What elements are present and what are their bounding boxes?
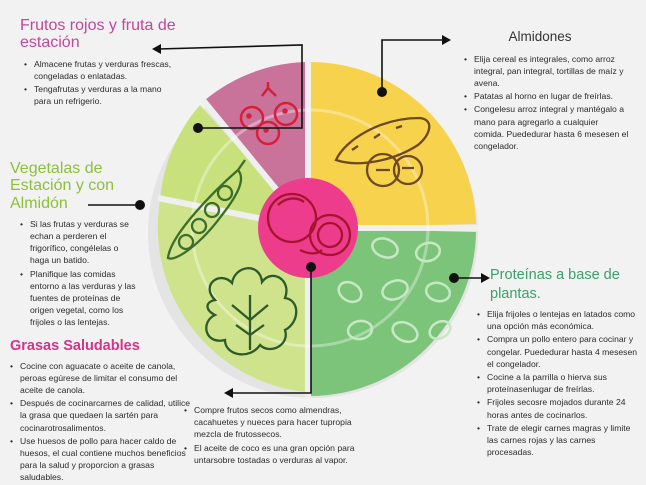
list-item: Cocine con aguacate o aceite de canola, … — [10, 360, 196, 397]
grasas-connector — [230, 267, 312, 394]
center-list: Compre frutos secos como almendras, caca… — [184, 404, 364, 466]
almidones-section: Almidones Elija cereal es integrales, co… — [460, 29, 640, 153]
list-item: Elija cereal es integrales, como arroz i… — [464, 53, 630, 90]
almidones-list: Elija cereal es integrales, como arroz i… — [464, 53, 630, 153]
grasas-arrowhead — [224, 388, 233, 398]
grasas-list: Cocine con aguacate o aceite de canola, … — [10, 360, 196, 484]
connector-endpoints — [135, 35, 490, 398]
vegetales-title: Vegetalas de Estación y con Almidón — [10, 160, 115, 212]
frutos-arrowhead — [152, 44, 161, 54]
center-section: Compre frutos secos como almendras, caca… — [184, 404, 364, 467]
list-item: Elija frijoles o lentejas en latados com… — [477, 308, 643, 332]
frutos-section: Frutos rojos y fruta de estación Almacen… — [20, 17, 190, 108]
almidones-connector — [381, 39, 445, 92]
lettuce-icon — [205, 267, 298, 356]
frutos-dot — [193, 123, 203, 133]
pea-pod-icon — [166, 159, 246, 260]
almidones-segment — [310, 61, 476, 228]
grasas-dot — [306, 262, 316, 272]
proteinas-arrowhead — [481, 273, 490, 283]
list-item: Trate de elegir carnes magras y limite l… — [477, 422, 643, 459]
center-circle — [258, 178, 358, 278]
proteinas-list-box: Elija frijoles o lentejas en latados com… — [477, 308, 643, 459]
vegetales-list: Si las frutas y verduras se echan a perd… — [20, 218, 138, 329]
list-item: Tengafrutas y verduras a la mano para un… — [24, 83, 174, 107]
list-item: Compre frutos secos como almendras, caca… — [184, 404, 364, 441]
list-item: Si las frutas y verduras se echan a perd… — [20, 218, 138, 267]
frutos-list: Almacene frutas y verduras frescas, cong… — [24, 58, 174, 108]
list-item: Frijoles secosre mojados durante 24 hora… — [477, 396, 643, 420]
list-item: Planifique las comidas entorno a las ver… — [20, 268, 138, 329]
almidones-title: Almidones — [508, 29, 572, 44]
list-item: Almacene frutas y verduras frescas, cong… — [24, 58, 174, 82]
vegetales-dot — [135, 200, 145, 210]
list-item: Cocine a la parrilla o hierva sus proteí… — [477, 371, 643, 395]
proteinas-dot — [449, 273, 459, 283]
list-item: Patatas al horno en lugar de freírlas. — [464, 90, 630, 102]
proteinas-title: Proteínas a base de plantas. — [490, 267, 620, 302]
almidones-arrowhead — [442, 35, 451, 45]
proteinas-section: Proteínas a base de plantas. — [490, 266, 640, 304]
list-item: Compra un pollo entero para cocinar y co… — [477, 333, 643, 370]
grasas-section: Grasas Saludables Cocine con aguacate o … — [10, 338, 200, 485]
proteinas-segment — [310, 228, 476, 396]
sweet-potato-icon — [334, 116, 431, 188]
almidones-dot — [377, 87, 387, 97]
list-item: El aceite de coco es una gran opción par… — [184, 442, 364, 466]
list-item: Use huesos de pollo para hacer caldo de … — [10, 435, 196, 484]
coconut-icon — [266, 192, 352, 257]
frutos-connector — [157, 44, 303, 129]
list-item: Congelesu arroz integral y mantégalo a m… — [464, 103, 630, 152]
proteinas-list: Elija frijoles o lentejas en latados com… — [477, 308, 643, 458]
vegetales-section: Vegetalas de Estación y con Almidón Si l… — [10, 160, 140, 330]
grasas-title: Grasas Saludables — [10, 338, 140, 354]
frutos-title: Frutos rojos y fruta de estación — [20, 17, 176, 52]
list-item: Después de cocinarcarnes de calidad, uti… — [10, 397, 196, 434]
